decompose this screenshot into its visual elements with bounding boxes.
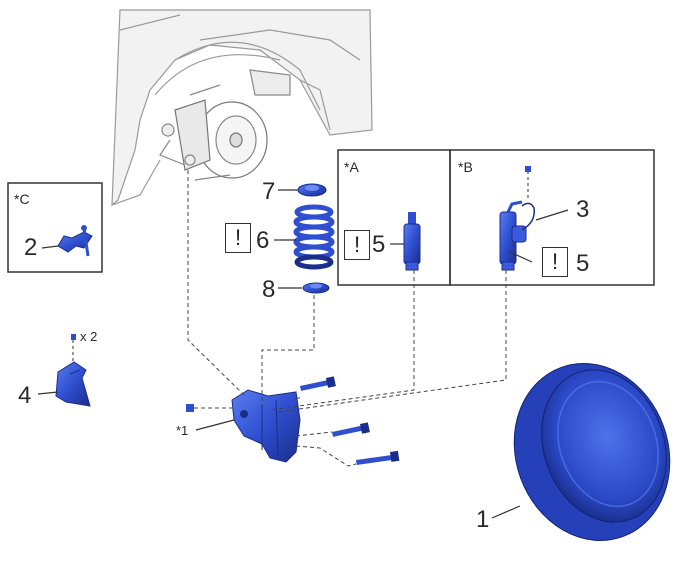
caution-icon: ! bbox=[542, 247, 568, 277]
nut-left bbox=[186, 404, 194, 412]
callout-part-3: 3 bbox=[576, 196, 590, 223]
callout-part-7: 7 bbox=[262, 178, 276, 205]
bolt-upper bbox=[300, 376, 336, 391]
panel-b-label: *B bbox=[458, 159, 473, 175]
note-1-label: *1 bbox=[176, 423, 189, 438]
part-6-coil-spring bbox=[293, 204, 335, 270]
panel-c-frame bbox=[7, 182, 103, 273]
callout-part-5-a: 5 bbox=[372, 231, 386, 258]
caution-icon: ! bbox=[225, 223, 251, 253]
bolt-middle bbox=[331, 422, 370, 437]
callout-part-4: 4 bbox=[18, 382, 32, 409]
callout-part-1: 1 bbox=[476, 506, 490, 533]
caution-icon: ! bbox=[344, 230, 370, 260]
vehicle-wheel-well-illustration bbox=[111, 9, 373, 207]
part-2-stabilizer-link bbox=[57, 225, 93, 257]
part-8-lower-insulator bbox=[302, 282, 330, 294]
part-1-tire-wheel bbox=[513, 363, 671, 541]
panel-c-label: *C bbox=[14, 191, 30, 207]
panel-b-frame bbox=[449, 149, 655, 286]
part-3-bolt bbox=[525, 166, 531, 172]
part-4-bracket bbox=[55, 361, 91, 407]
callout-part-6: 6 bbox=[256, 227, 270, 254]
assembly-guide-lines bbox=[187, 170, 507, 467]
callout-part-2: 2 bbox=[24, 234, 38, 261]
rear-axle-carrier-assembly bbox=[231, 389, 301, 463]
part-5-shock-absorber-a bbox=[403, 212, 421, 271]
part-5-shock-absorber-b bbox=[499, 200, 535, 271]
part-7-upper-insulator bbox=[297, 183, 327, 197]
callout-part-5-b: 5 bbox=[576, 250, 590, 277]
panel-a-label: *A bbox=[344, 159, 359, 175]
callout-part-8: 8 bbox=[262, 276, 276, 303]
bolt-lower bbox=[355, 450, 400, 465]
bolt-quantity-label: x 2 bbox=[80, 329, 98, 344]
part-4-bolt-icon bbox=[71, 334, 76, 340]
